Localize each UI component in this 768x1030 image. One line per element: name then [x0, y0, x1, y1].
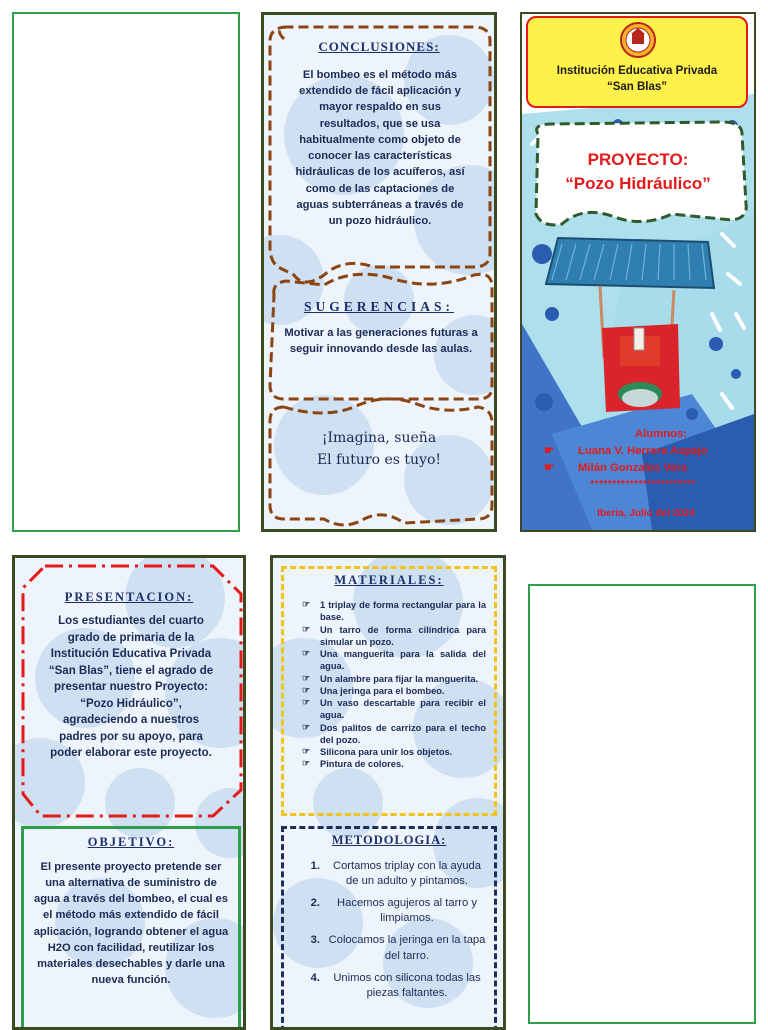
materials-item: ☞Un vaso descartable para recibir el agu… [302, 697, 486, 721]
pointing-hand-icon: ☞ [302, 758, 311, 769]
pointing-hand-icon: ☞ [302, 623, 311, 634]
cover-panel: Institución Educativa Privada “San Blas”… [520, 12, 756, 532]
materials-item: ☞Un alambre para fijar la manguerita. [302, 672, 479, 684]
students-label: Alumnos: [634, 428, 688, 440]
pointing-hand-icon: ☞ [302, 697, 311, 708]
pointing-hand-icon: ☛ [544, 461, 555, 474]
school-logo [620, 22, 656, 58]
motto: ¡Imagina, sueña El futuro es tuyo! [264, 427, 494, 472]
methodology-step: 1.Cortamos triplay con la ayuda de un ad… [310, 860, 481, 888]
objective-box: OBJETIVO: El presente proyecto pretende … [21, 826, 241, 1027]
methodology-heading: METODOLOGIA: [331, 833, 447, 847]
place-date: Iberia, Julio del 2024 [597, 508, 695, 519]
methodology-step: 3.Colocamos la jeringa en la tapa del ta… [310, 934, 486, 962]
materials-item: ☞Dos palitos de carrizo para el techo de… [302, 721, 486, 745]
materials-item: ☞1 triplay de forma rectangular para la … [302, 599, 486, 623]
institution-name: Institución Educativa Privada “San Blas” [556, 65, 718, 93]
presentation-text: Los estudiantes del cuarto grado de prim… [48, 615, 214, 760]
presentation-heading: PRESENTACION: [64, 590, 194, 604]
pointing-hand-icon: ☞ [302, 672, 311, 683]
materials-item: ☞Silicona para unir los objetos. [302, 746, 453, 758]
motto-line-1: ¡Imagina, sueña [321, 430, 437, 446]
dashed-frames [268, 25, 494, 527]
suggestions-text: Motivar a las generaciones futuras a seg… [284, 327, 478, 356]
pointing-hand-icon: ☞ [302, 746, 311, 757]
pointing-hand-icon: ☞ [302, 684, 311, 695]
well-model-photo [544, 236, 716, 412]
suggestions-heading: SUGERENCIAS: [303, 299, 455, 314]
materials-item: ☞Pintura de colores. [302, 758, 404, 770]
conclusions-heading: CONCLUSIONES: [318, 39, 440, 54]
presentation-panel: PRESENTACION: Los estudiantes del cuarto… [12, 555, 246, 1030]
blank-panel-bottom-right [528, 584, 756, 1024]
conclusions-panel: CONCLUSIONES: El bombeo es el método más… [261, 12, 497, 532]
student-2: ☛ Milán Gonzales Vera [522, 460, 754, 477]
stars-divider: ************************ [590, 478, 696, 490]
materials-panel: MATERIALES: ☞1 triplay de forma rectangu… [270, 555, 506, 1030]
materials-item: ☞Un tarro de forma cilíndrica para simul… [302, 623, 486, 647]
pointing-hand-icon: ☛ [544, 444, 555, 457]
blank-panel-top-left [12, 12, 240, 532]
materials-list: ☞1 triplay de forma rectangular para la … [302, 599, 486, 771]
bubble-pattern [264, 15, 494, 529]
project-label: PROYECTO: [587, 150, 689, 169]
pointing-hand-icon: ☞ [302, 648, 311, 659]
project-title: “Pozo Hidráulico” [565, 174, 711, 193]
methodology-step: 4.Unimos con silicona todas las piezas f… [310, 971, 481, 999]
student-1: ☛ Luana V. Herrera Aspajo [522, 443, 754, 460]
pointing-hand-icon: ☞ [302, 599, 311, 609]
objective-text: El presente proyecto pretende ser una al… [33, 861, 229, 986]
methodology-box: METODOLOGIA: 1.Cortamos triplay con la a… [281, 826, 497, 1027]
materials-item: ☞Una jeringa para el bombeo. [302, 684, 445, 696]
methodology-list: 1.Cortamos triplay con la ayuda de un ad… [294, 859, 488, 1008]
bubble-pattern [15, 558, 243, 1027]
materials-heading: MATERIALES: [334, 573, 444, 587]
students-block: Alumnos: ☛ Luana V. Herrera Aspajo ☛ Mil… [522, 426, 754, 492]
institution-header: Institución Educativa Privada “San Blas” [526, 16, 748, 108]
pointing-hand-icon: ☞ [302, 721, 311, 732]
presentation-frame [21, 564, 243, 818]
methodology-step: 2.Hacemos agujeros al tarro y limpiamos. [310, 897, 477, 925]
materials-box: MATERIALES: ☞1 triplay de forma rectangu… [281, 566, 497, 816]
motto-line-2: El futuro es tuyo! [316, 452, 442, 469]
objective-heading: OBJETIVO: [87, 835, 175, 849]
materials-item: ☞Una manguerita para la salida del agua. [302, 648, 486, 672]
conclusions-text: El bombeo es el método más extendido de … [295, 69, 465, 228]
